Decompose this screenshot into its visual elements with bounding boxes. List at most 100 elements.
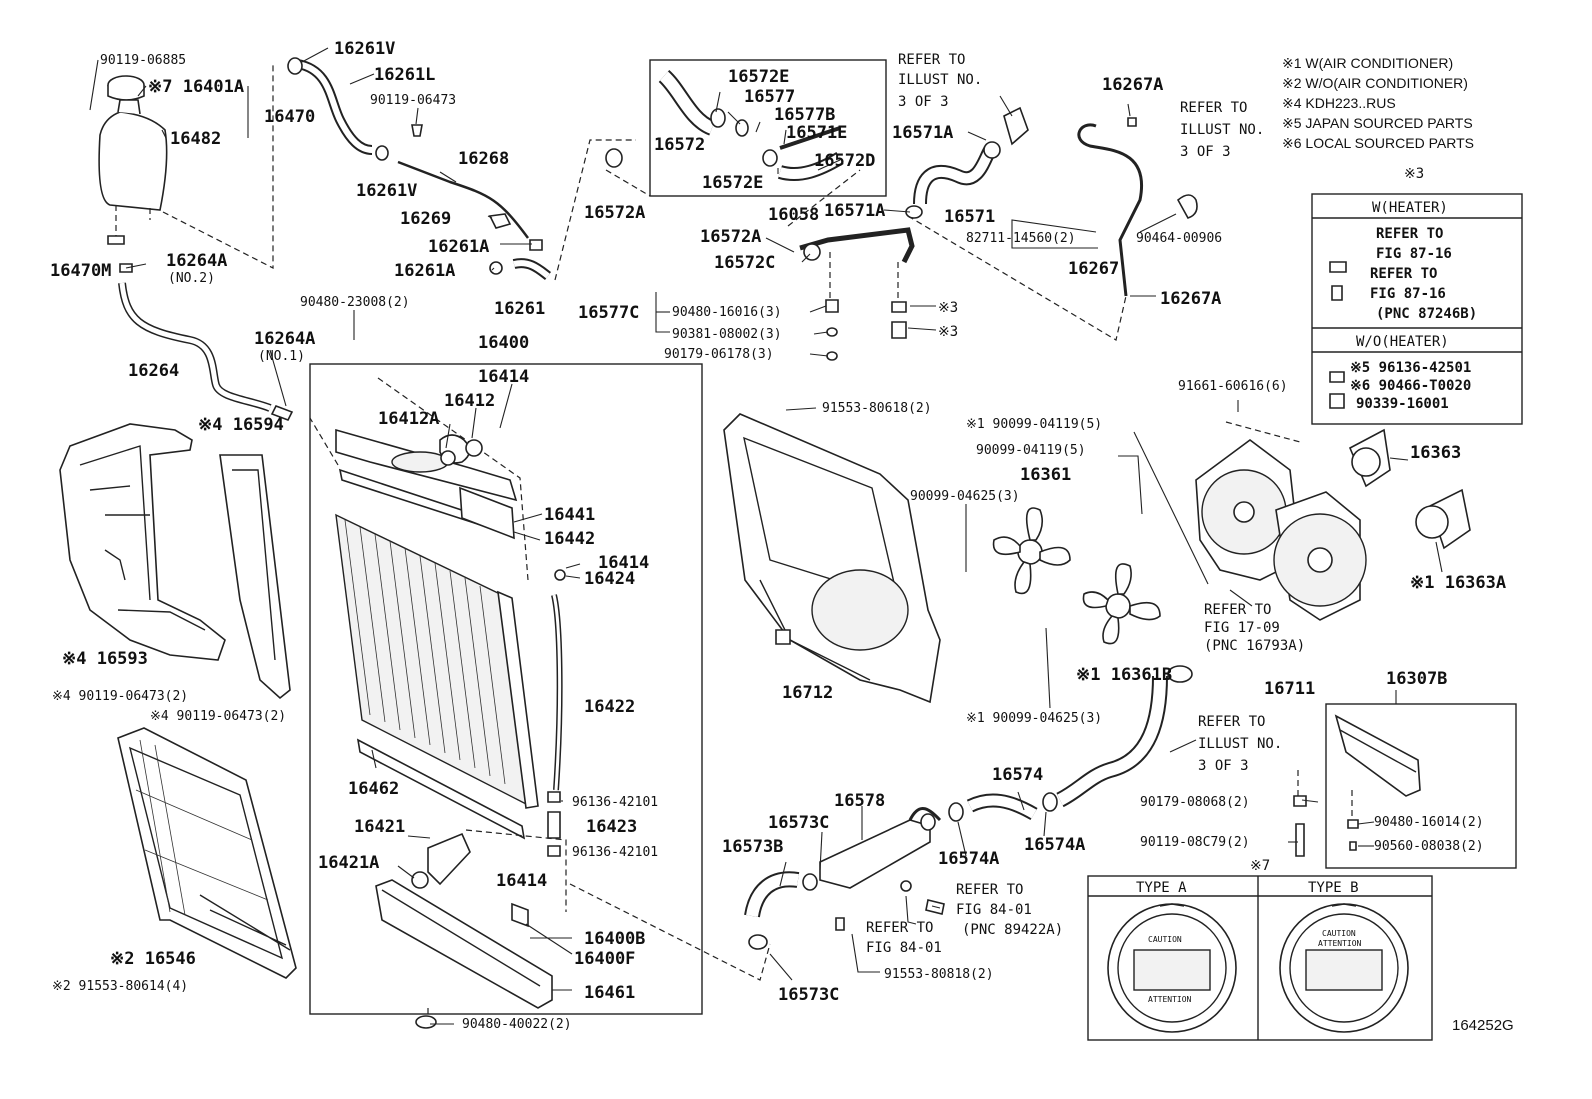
- label-90119-06473-a[interactable]: ※4 90119-06473(2): [52, 689, 188, 704]
- label-16572C[interactable]: 16572C: [714, 253, 775, 273]
- label-16572E-b[interactable]: 16572E: [702, 173, 763, 193]
- label-96136-42101-b[interactable]: 96136-42101: [572, 845, 658, 860]
- label-90381-08002[interactable]: 90381-08002(3): [672, 327, 782, 342]
- label-16572A-b[interactable]: 16572A: [700, 227, 761, 247]
- label-16267[interactable]: 16267: [1068, 259, 1119, 279]
- label-16307B[interactable]: 16307B: [1386, 669, 1447, 689]
- label-90099-04625-b[interactable]: ※1 90099-04625(3): [966, 711, 1102, 726]
- reservoir-tank: [98, 62, 274, 273]
- label-16414-low[interactable]: 16414: [496, 871, 547, 891]
- label-90119-08C79[interactable]: 90119-08C79(2): [1140, 835, 1250, 850]
- label-16546[interactable]: ※2 16546: [110, 949, 196, 969]
- label-16577B[interactable]: 16577B: [774, 105, 835, 125]
- label-no1: (NO.1): [258, 349, 305, 364]
- label-16412[interactable]: 16412: [444, 391, 495, 411]
- label-16058[interactable]: 16058: [768, 205, 819, 225]
- label-16267A-low[interactable]: 16267A: [1160, 289, 1221, 309]
- label-16261[interactable]: 16261: [494, 299, 545, 319]
- label-90119-06885[interactable]: 90119-06885: [100, 53, 186, 68]
- label-16470[interactable]: 16470: [264, 107, 315, 127]
- label-16470M[interactable]: 16470M: [50, 261, 111, 281]
- label-16421A[interactable]: 16421A: [318, 853, 379, 873]
- label-16264A-no1[interactable]: 16264A: [254, 329, 315, 349]
- label-16261A-1[interactable]: 16261A: [428, 237, 489, 257]
- label-91661-60616[interactable]: 91661-60616(6): [1178, 379, 1288, 394]
- label-90099-04119-b[interactable]: 90099-04119(5): [976, 443, 1086, 458]
- label-16461[interactable]: 16461: [584, 983, 635, 1003]
- heater-part-5[interactable]: ※5 96136-42501: [1350, 360, 1471, 376]
- label-16572E-a[interactable]: 16572E: [728, 67, 789, 87]
- label-16361[interactable]: 16361: [1020, 465, 1071, 485]
- label-16442[interactable]: 16442: [544, 529, 595, 549]
- label-91553-80614[interactable]: ※2 91553-80614(4): [52, 979, 188, 994]
- label-16578[interactable]: 16578: [834, 791, 885, 811]
- label-16269[interactable]: 16269: [400, 209, 451, 229]
- label-16577C[interactable]: 16577C: [578, 303, 639, 323]
- label-16573C-a[interactable]: 16573C: [768, 813, 829, 833]
- label-16421[interactable]: 16421: [354, 817, 405, 837]
- label-16363A[interactable]: ※1 16363A: [1410, 573, 1506, 593]
- label-16572[interactable]: 16572: [654, 135, 705, 155]
- label-16462[interactable]: 16462: [348, 779, 399, 799]
- label-16261A-2[interactable]: 16261A: [394, 261, 455, 281]
- label-16363[interactable]: 16363: [1410, 443, 1461, 463]
- label-16264[interactable]: 16264: [128, 361, 179, 381]
- heater-refer-b1: REFER TO: [1370, 266, 1437, 282]
- heater-part-7[interactable]: 90339-16001: [1356, 396, 1449, 412]
- label-90099-04119-a[interactable]: ※1 90099-04119(5): [966, 417, 1102, 432]
- label-16268[interactable]: 16268: [458, 149, 509, 169]
- label-90480-16016[interactable]: 90480-16016(3): [672, 305, 782, 320]
- label-16423[interactable]: 16423: [586, 817, 637, 837]
- label-16261L[interactable]: 16261L: [374, 65, 435, 85]
- label-16574[interactable]: 16574: [992, 765, 1043, 785]
- bracket-16307B: [1334, 714, 1421, 797]
- label-90560-08038[interactable]: 90560-08038(2): [1374, 839, 1484, 854]
- label-16400F[interactable]: 16400F: [574, 949, 635, 969]
- label-91553-80618[interactable]: 91553-80618(2): [822, 401, 932, 416]
- heater-part-6[interactable]: ※6 90466-T0020: [1350, 378, 1471, 394]
- label-96136-42101-a[interactable]: 96136-42101: [572, 795, 658, 810]
- label-16267A-top[interactable]: 16267A: [1102, 75, 1163, 95]
- label-16594[interactable]: ※4 16594: [198, 415, 284, 435]
- label-16571E[interactable]: 16571E: [786, 123, 847, 143]
- label-16572A-a[interactable]: 16572A: [584, 203, 645, 223]
- label-16482[interactable]: 16482: [170, 129, 221, 149]
- label-16593[interactable]: ※4 16593: [62, 649, 148, 669]
- cap-b-caution-text: CAUTION: [1322, 929, 1356, 938]
- label-16711[interactable]: 16711: [1264, 679, 1315, 699]
- label-82711-14560[interactable]: 82711-14560(2): [966, 231, 1076, 246]
- label-16400B[interactable]: 16400B: [584, 929, 645, 949]
- label-16441[interactable]: 16441: [544, 505, 595, 525]
- label-16422[interactable]: 16422: [584, 697, 635, 717]
- label-16571A-a[interactable]: 16571A: [892, 123, 953, 143]
- label-90119-06473[interactable]: 90119-06473: [370, 93, 456, 108]
- label-90179-08068[interactable]: 90179-08068(2): [1140, 795, 1250, 810]
- label-90179-06178[interactable]: 90179-06178(3): [664, 347, 774, 362]
- label-16400[interactable]: 16400: [478, 333, 529, 353]
- label-90480-40022[interactable]: 90480-40022(2): [462, 1017, 572, 1032]
- label-16712[interactable]: 16712: [782, 683, 833, 703]
- label-90464-00906[interactable]: 90464-00906: [1136, 231, 1222, 246]
- label-16361B[interactable]: ※1 16361B: [1076, 665, 1172, 685]
- label-91553-80818[interactable]: 91553-80818(2): [884, 967, 994, 982]
- label-16574A-b[interactable]: 16574A: [938, 849, 999, 869]
- label-16577[interactable]: 16577: [744, 87, 795, 107]
- label-16261V-top[interactable]: 16261V: [334, 39, 395, 59]
- label-90480-16014[interactable]: 90480-16014(2): [1374, 815, 1484, 830]
- label-16414-mid[interactable]: 16414: [598, 553, 649, 573]
- label-16264A-no2[interactable]: 16264A: [166, 251, 227, 271]
- label-90099-04625-a[interactable]: 90099-04625(3): [910, 489, 1020, 504]
- label-16572D[interactable]: 16572D: [814, 151, 875, 171]
- label-16573B[interactable]: 16573B: [722, 837, 783, 857]
- label-16424[interactable]: 16424: [584, 569, 635, 589]
- label-90119-06473-b[interactable]: ※4 90119-06473(2): [150, 709, 286, 724]
- label-90480-23008[interactable]: 90480-23008(2): [300, 295, 410, 310]
- label-16574A-a[interactable]: 16574A: [1024, 835, 1085, 855]
- label-16261V-mid[interactable]: 16261V: [356, 181, 417, 201]
- label-16571A-b[interactable]: 16571A: [824, 201, 885, 221]
- label-16412A[interactable]: 16412A: [378, 409, 439, 429]
- label-16414-top[interactable]: 16414: [478, 367, 529, 387]
- label-16401A[interactable]: ※7 16401A: [148, 77, 244, 97]
- label-16571[interactable]: 16571: [944, 207, 995, 227]
- label-16573C-b[interactable]: 16573C: [778, 985, 839, 1005]
